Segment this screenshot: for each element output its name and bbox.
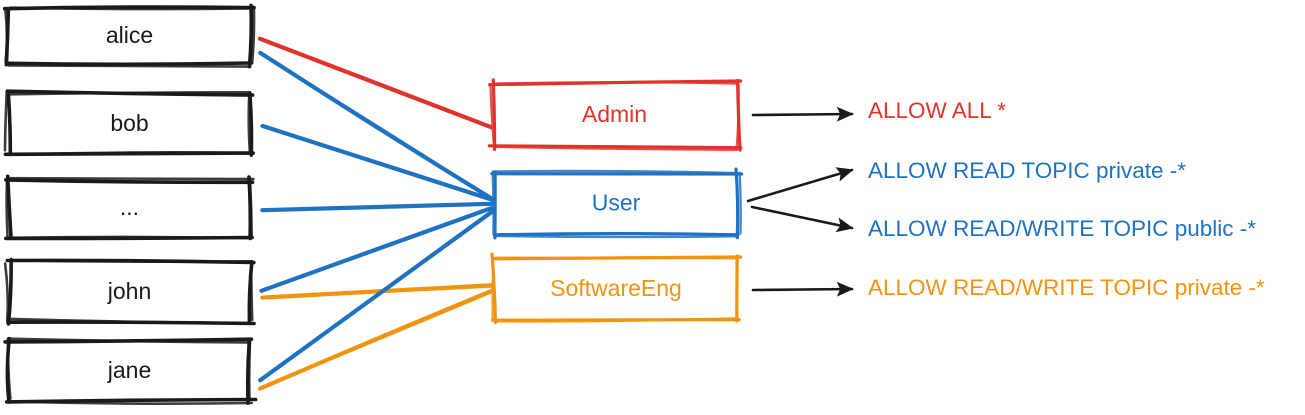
link-jane-user — [258, 209, 495, 383]
principal-box-jane[interactable]: jane — [3, 336, 258, 406]
principal-label: john — [107, 278, 151, 304]
role-box-edge — [491, 258, 495, 321]
link-stroke — [258, 290, 494, 390]
principal-box-edge — [6, 337, 252, 344]
role-box-edge — [735, 259, 739, 320]
principal-box-edge — [9, 317, 253, 325]
role-box-admin[interactable]: Admin — [487, 78, 743, 152]
role-label: SoftwareEng — [550, 275, 682, 301]
link-stroke — [258, 37, 492, 129]
principal-role-link-group — [257, 36, 495, 391]
principal-box-edge — [247, 339, 252, 402]
principal-box-edge — [3, 91, 8, 152]
principal-box-edge — [8, 91, 252, 96]
role-box-edge — [494, 256, 739, 260]
role-box-edge — [492, 232, 740, 237]
rule-label-rule-admin-all: ALLOW ALL * — [868, 98, 1006, 123]
role-label: User — [592, 190, 641, 216]
link-jane-eng — [257, 288, 495, 391]
role-box-edge — [738, 171, 742, 235]
principal-box-edge — [7, 151, 252, 156]
link-stroke — [259, 210, 494, 382]
link-stroke — [261, 206, 493, 292]
principal-box-edge — [4, 178, 255, 185]
arrow-arrow-eng-rw-private — [751, 281, 854, 297]
link-stroke — [262, 203, 494, 212]
link-alice-admin — [257, 36, 494, 130]
role-box-user[interactable]: User — [490, 167, 744, 240]
principal-box-edge — [7, 64, 252, 68]
link-stroke — [260, 125, 494, 202]
principal-box-fill — [8, 179, 251, 237]
principal-box-fill — [8, 341, 251, 401]
principal-box-edge — [247, 3, 254, 69]
role-box-softwareeng[interactable]: SoftwareEng — [490, 252, 743, 325]
principal-box-edge — [7, 235, 249, 240]
principal-label: bob — [110, 110, 148, 136]
principal-box-edge — [6, 92, 13, 157]
role-box-edge — [495, 317, 738, 323]
principal-label: jane — [107, 357, 151, 383]
role-box-edge — [494, 145, 739, 151]
principal-box-edge — [6, 257, 13, 326]
principal-box-bob[interactable]: bob — [3, 89, 255, 157]
principal-box-edge — [6, 61, 254, 67]
principal-box-edge — [3, 262, 10, 322]
role-box-edge — [734, 167, 740, 240]
role-box-edge — [491, 81, 739, 85]
principal-box-etc[interactable]: ... — [4, 174, 255, 241]
principal-box-alice[interactable]: alice — [2, 3, 256, 69]
arrow-arrow-user-rw-public — [750, 205, 854, 233]
link-john-user — [259, 206, 494, 293]
role-box-fill — [494, 172, 738, 235]
principal-box-edge — [6, 337, 12, 400]
link-alice-user — [258, 50, 494, 201]
principal-box-john[interactable]: john — [3, 257, 256, 326]
principal-box-edge — [248, 181, 253, 240]
link-john-eng — [260, 283, 495, 300]
principal-box-edge — [5, 179, 9, 238]
principal-box-edge — [3, 6, 9, 64]
rule-label-rule-eng-rw-private: ALLOW READ/WRITE TOPIC private -* — [868, 275, 1265, 300]
rule-label-rule-user-rw-public: ALLOW READ/WRITE TOPIC public -* — [868, 216, 1256, 241]
role-box-edge — [491, 171, 495, 235]
arrow-arrow-admin-all — [751, 106, 854, 122]
link-etc-user — [260, 201, 494, 213]
role-box-edge — [491, 169, 738, 175]
arrow-arrow-user-read-private — [746, 167, 854, 203]
link-stroke — [261, 285, 494, 298]
role-box-edge — [735, 82, 740, 151]
principal-box-fill — [8, 8, 251, 64]
link-stroke — [258, 52, 493, 200]
principal-box-edge — [247, 95, 252, 155]
principal-box-edge — [6, 176, 255, 181]
rule-label-rule-user-read-private: ALLOW READ TOPIC private -* — [868, 158, 1186, 183]
principal-box-edge — [250, 5, 256, 64]
role-box-fill — [492, 82, 737, 148]
principal-box-edge — [9, 6, 250, 11]
principal-box-edge — [9, 259, 254, 263]
role-box-edge — [489, 84, 496, 151]
role-box-edge — [493, 234, 739, 239]
role-label: Admin — [582, 101, 647, 127]
principal-box-fill — [8, 94, 251, 154]
role-box-edge — [487, 144, 743, 150]
principal-box-edge — [8, 400, 253, 406]
principal-label: ... — [120, 194, 139, 220]
rule-label-group: ALLOW ALL * ALLOW READ TOPIC private -* AL… — [868, 98, 1265, 300]
role-rule-arrow-group — [746, 106, 854, 297]
role-box-fill — [494, 258, 738, 320]
principal-box-fill — [8, 263, 251, 321]
principal-box-group: alice bob... john jane — [2, 3, 258, 406]
principal-box-edge — [249, 261, 254, 322]
principal-label: alice — [106, 22, 153, 48]
link-bob-user — [260, 123, 495, 202]
